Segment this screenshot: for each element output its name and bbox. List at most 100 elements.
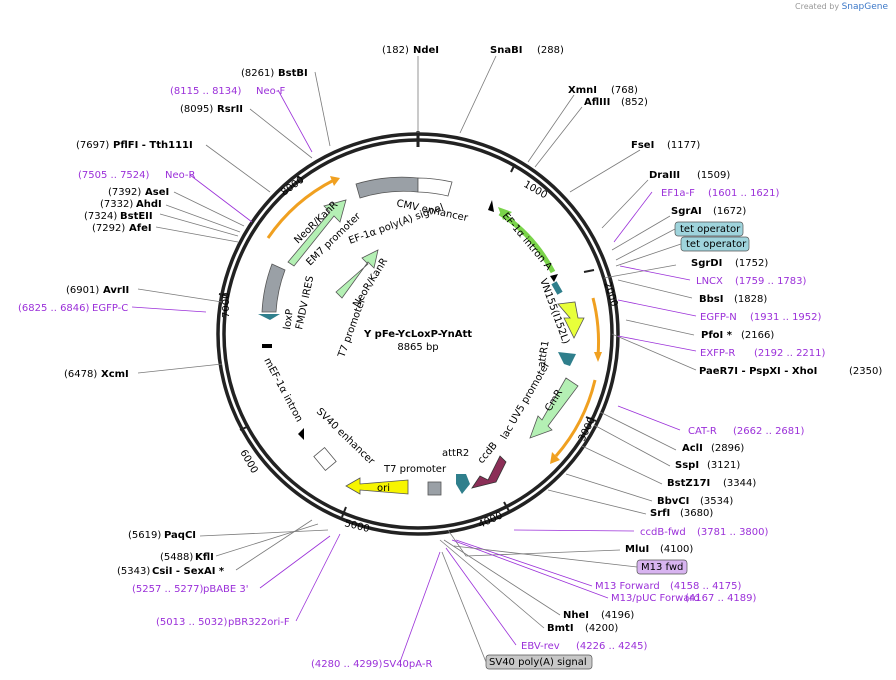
site-name-avrii: AvrII	[103, 285, 129, 296]
tick-label-1000: 1000	[522, 179, 550, 201]
site-pos-avrii: (6901)	[66, 285, 99, 296]
neokanr-arrow	[287, 199, 347, 267]
site-name-bbvci: BbvCI	[657, 496, 689, 507]
primer-name-pbabe3: pBABE 3'	[203, 584, 249, 595]
site-name-aflIII: AflIII	[584, 97, 610, 108]
site-name-draiii: DraIII	[649, 170, 680, 181]
primer-name-m13-puc-forward: M13/pUC Forward	[611, 593, 700, 604]
site-name-acli: AclI	[682, 443, 703, 454]
site-name-sgrdi: SgrDI	[691, 258, 722, 269]
orange-arc-1	[591, 297, 600, 357]
tick-mark-7000	[218, 293, 230, 297]
sv40-enhancer-box	[313, 447, 337, 471]
site-name-csii: CsiI - SexAI *	[152, 566, 225, 577]
site-pos-aflIII: (852)	[621, 97, 648, 108]
marker-mef	[298, 428, 304, 440]
marker-left	[262, 344, 272, 348]
primer-range-neo-r: (7505 .. 7524)	[78, 170, 150, 181]
primer-name-lncx: LNCX	[696, 276, 723, 287]
tet-operator-2-label: tet operator	[686, 239, 747, 250]
tick-mark-8000	[295, 173, 303, 183]
site-pos-draiii: (1509)	[697, 170, 730, 181]
primer-range-neo-f: (8115 .. 8134)	[170, 86, 242, 97]
site-pos-xmni: (768)	[611, 85, 638, 96]
primer-name-neo-r: Neo-R	[165, 170, 196, 181]
tick-mark-4000	[503, 501, 510, 512]
tick-mark-2000	[583, 269, 595, 273]
site-name-ahdi: AhdI	[136, 199, 162, 210]
sv40-leader	[441, 551, 487, 663]
plasmid-size: 8865 bp	[397, 342, 438, 353]
site-name-sspi: SspI	[675, 460, 699, 471]
primer-range-egfp-n: (1931 .. 1952)	[750, 312, 822, 323]
m13-leader	[453, 545, 638, 568]
site-pos-mlui: (4100)	[660, 544, 693, 555]
label-mef1a: mEF-1α intron	[261, 356, 304, 424]
primer-range-egfp-c: (6825 .. 6846)	[18, 303, 90, 314]
site-pos-bstz17i: (3344)	[723, 478, 756, 489]
primer-name-pbr322ori-f: pBR322ori-F	[228, 617, 290, 628]
site-name-bstz17i: BstZ17I	[667, 478, 710, 489]
orange-arc-3	[266, 178, 335, 239]
site-pos-sspi: (3121)	[707, 460, 740, 471]
primer-range-ef1a-f: (1601 .. 1621)	[708, 188, 780, 199]
primer-range-sv40pa-r: (4280 .. 4299)	[311, 659, 383, 670]
marker-vn	[550, 274, 558, 282]
site-name-asei: AseI	[145, 187, 169, 198]
site-pos-bmti: (4200)	[585, 623, 618, 634]
primer-range-exfp-r: (2192 .. 2211)	[754, 348, 826, 359]
site-name-pfoi: PfoI *	[701, 330, 733, 341]
tet-leader-1	[615, 228, 676, 261]
sv40-polya-label: SV40 poly(A) signal	[489, 657, 587, 668]
site-pos-fsei: (1177)	[667, 140, 700, 151]
site-pos-sgrai: (1672)	[713, 206, 746, 217]
primer-name-exfp-r: EXFP-R	[700, 348, 735, 359]
primer-range-ebv-rev: (4226 .. 4245)	[576, 641, 648, 652]
site-pos-paer7i: (2350)	[849, 366, 882, 377]
site-name-ndei: NdeI	[413, 45, 439, 56]
primer-range-m13-puc-forward: (4167 .. 4189)	[685, 593, 757, 604]
site-name-bbsi: BbsI	[699, 294, 723, 305]
leader-lines	[137, 55, 697, 629]
label-fmdv: FMDV IRES	[294, 275, 316, 331]
boxed-label-group: tet operator tet operator M13 fwd SV40 p…	[441, 221, 750, 670]
loxp-gray-block	[261, 263, 286, 313]
tick-mark-3000	[585, 416, 597, 422]
site-name-snabi: SnaBI	[490, 45, 522, 56]
primer-range-cat-r: (2662 .. 2681)	[733, 426, 805, 437]
ori-arrow	[345, 477, 409, 495]
vn155-marker	[551, 281, 563, 295]
site-pos-csii: (5343)	[117, 566, 150, 577]
site-name-bstbi: BstBI	[278, 68, 308, 79]
site-name-rsrii: RsrII	[217, 104, 243, 115]
site-pos-bbvci: (3534)	[700, 496, 733, 507]
tick-mark-1000	[510, 163, 516, 173]
site-pos-ndei: (182)	[382, 45, 409, 56]
site-name-paqci: PaqCI	[164, 530, 196, 541]
tet-leader-2	[615, 243, 682, 267]
tet-operator-1-label: tet operator	[680, 224, 741, 235]
label-ef1a-intron: EF-1α intron A	[500, 211, 554, 273]
site-name-bmti: BmtI	[547, 623, 574, 634]
brand-prefix: Created by	[795, 2, 840, 11]
ccdb-arrow	[471, 455, 507, 489]
vn155-arrow	[557, 301, 585, 339]
site-pos-asei: (7392)	[108, 187, 141, 198]
snapgene-brand: Created by SnapGene	[795, 2, 888, 12]
site-name-paer7i: PaeR7I - PspXI - XhoI	[699, 366, 817, 377]
site-name-fsei: FseI	[631, 140, 654, 151]
primer-leader-lines	[131, 89, 697, 663]
primer-range-ccdb-fwd: (3781 .. 3800)	[697, 527, 769, 538]
primer-name-m13-forward: M13 Forward	[595, 581, 660, 592]
loxp-marker	[258, 314, 280, 320]
site-pos-bbsi: (1828)	[734, 294, 767, 305]
primer-range-pbabe3: (5257 .. 5277)	[132, 584, 204, 595]
site-name-kfli: KflI	[195, 552, 214, 563]
site-pos-bsteii: (7324)	[84, 211, 117, 222]
cmv-enhancer-box	[417, 177, 453, 197]
site-pos-acli: (2896)	[711, 443, 744, 454]
label-loxp: loxP	[282, 309, 296, 331]
site-name-bsteii: BstEII	[120, 211, 153, 222]
site-pos-paqci: (5619)	[128, 530, 161, 541]
